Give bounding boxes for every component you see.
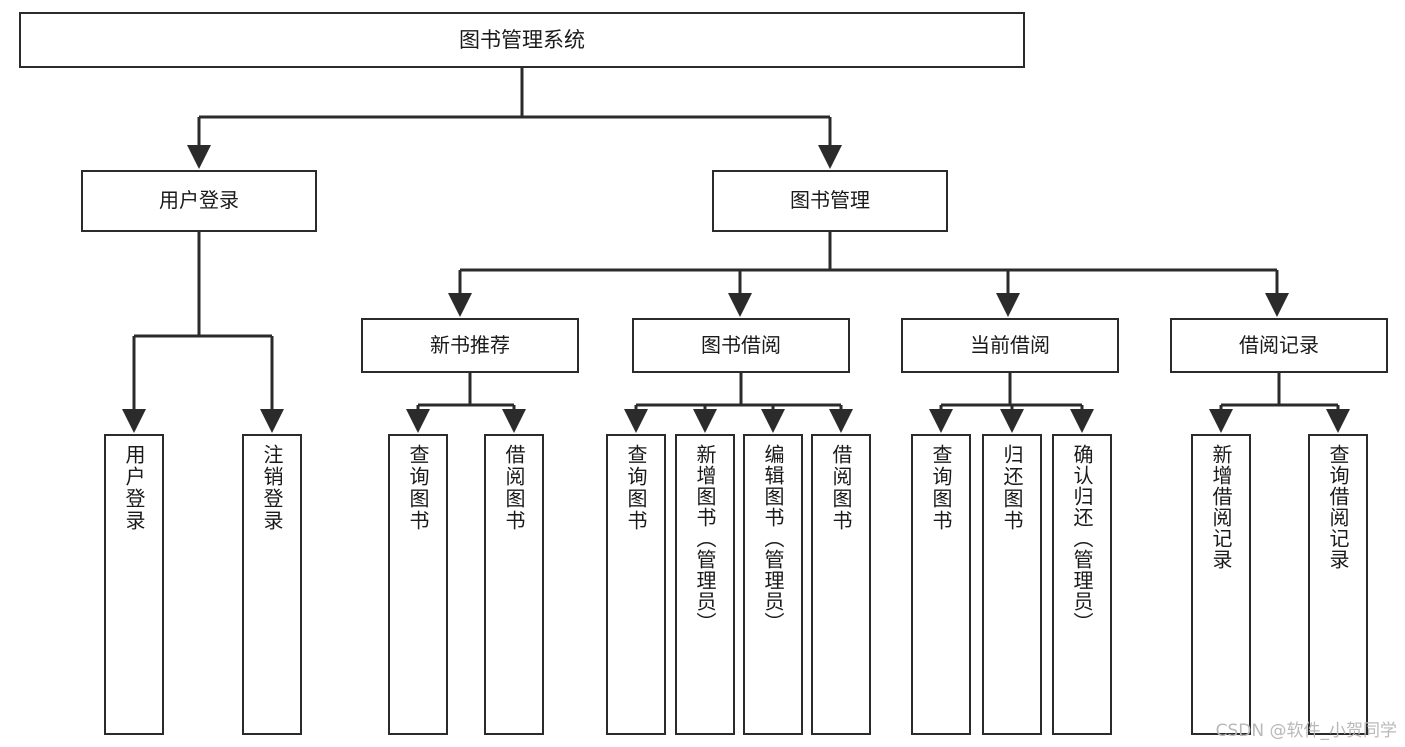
- node-new-book-rec-label: 新书推荐: [430, 332, 510, 357]
- node-leaf-edit-book-label: 编辑图书（管理员）: [761, 444, 785, 633]
- node-current-borrow-label: 当前借阅: [970, 332, 1050, 357]
- node-leaf-query-book-1[interactable]: 查询图书: [388, 434, 448, 735]
- node-root[interactable]: 图书管理系统: [19, 12, 1025, 68]
- node-leaf-add-record-label: 新增借阅记录: [1209, 444, 1233, 570]
- node-leaf-query-record[interactable]: 查询借阅记录: [1308, 434, 1368, 735]
- node-leaf-user-login[interactable]: 用户登录: [104, 434, 164, 735]
- node-leaf-user-login-label: 用户登录: [122, 444, 146, 532]
- node-new-book-rec[interactable]: 新书推荐: [361, 318, 579, 373]
- node-root-label: 图书管理系统: [459, 27, 585, 52]
- node-leaf-confirm-return[interactable]: 确认归还（管理员）: [1052, 434, 1112, 735]
- node-leaf-confirm-return-label: 确认归还（管理员）: [1070, 444, 1094, 633]
- node-leaf-logout[interactable]: 注销登录: [242, 434, 302, 735]
- node-leaf-borrow-book-2-label: 借阅图书: [829, 444, 853, 532]
- node-user-login-label: 用户登录: [159, 188, 239, 213]
- watermark: CSDN @软件_小贺同学: [1215, 721, 1397, 741]
- node-book-manage[interactable]: 图书管理: [712, 170, 948, 232]
- node-book-manage-label: 图书管理: [790, 188, 870, 213]
- node-leaf-edit-book[interactable]: 编辑图书（管理员）: [743, 434, 803, 735]
- node-leaf-add-book[interactable]: 新增图书（管理员）: [675, 434, 735, 735]
- node-book-borrow-label: 图书借阅: [701, 332, 781, 357]
- node-leaf-query-book-2[interactable]: 查询图书: [606, 434, 666, 735]
- node-leaf-query-record-label: 查询借阅记录: [1326, 444, 1350, 570]
- node-leaf-query-book-3-label: 查询图书: [929, 444, 953, 532]
- node-leaf-return-book-label: 归还图书: [1000, 444, 1024, 532]
- node-leaf-query-book-1-label: 查询图书: [406, 444, 430, 532]
- node-leaf-borrow-book-1[interactable]: 借阅图书: [484, 434, 544, 735]
- node-leaf-add-book-label: 新增图书（管理员）: [693, 444, 717, 633]
- node-borrow-record[interactable]: 借阅记录: [1170, 318, 1388, 373]
- node-leaf-query-book-3[interactable]: 查询图书: [911, 434, 971, 735]
- node-borrow-record-label: 借阅记录: [1239, 332, 1319, 357]
- node-book-borrow[interactable]: 图书借阅: [632, 318, 850, 373]
- node-current-borrow[interactable]: 当前借阅: [901, 318, 1119, 373]
- node-leaf-return-book[interactable]: 归还图书: [982, 434, 1042, 735]
- node-leaf-borrow-book-1-label: 借阅图书: [502, 444, 526, 532]
- node-leaf-borrow-book-2[interactable]: 借阅图书: [811, 434, 871, 735]
- node-leaf-query-book-2-label: 查询图书: [624, 444, 648, 532]
- node-leaf-logout-label: 注销登录: [260, 444, 284, 532]
- node-user-login[interactable]: 用户登录: [81, 170, 317, 232]
- node-leaf-add-record[interactable]: 新增借阅记录: [1191, 434, 1251, 735]
